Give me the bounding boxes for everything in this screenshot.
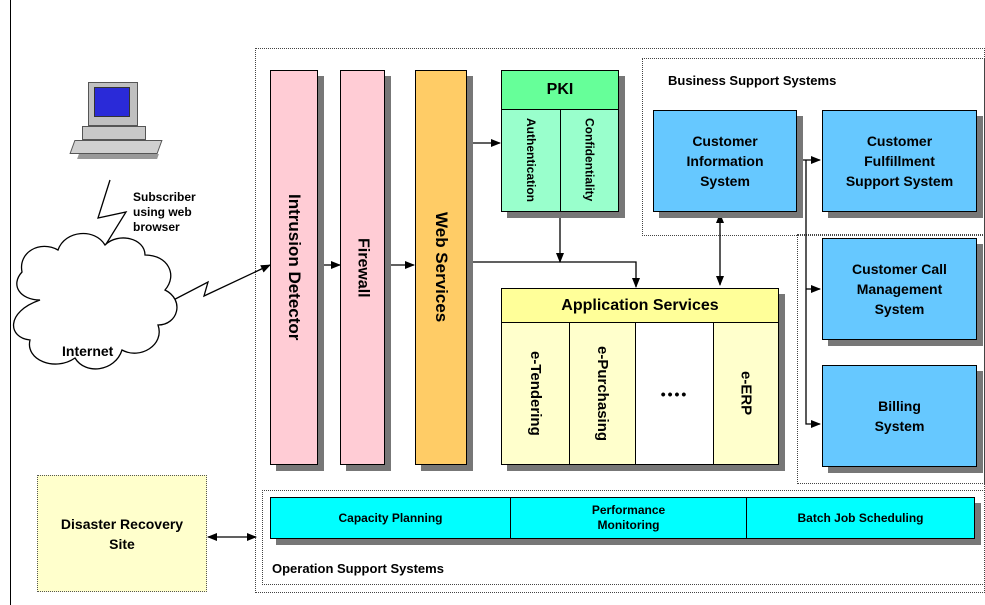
- module-e-tendering: e-Tendering: [527, 351, 544, 436]
- pki-authentication: Authentication: [524, 118, 538, 202]
- cis-label: Customer Information System: [686, 133, 764, 189]
- firewall-label: Firewall: [354, 237, 372, 298]
- op-performance-monitoring: Performance Monitoring: [511, 498, 747, 538]
- module-e-erp: e-ERP: [737, 371, 755, 416]
- intrusion-detector-label: Intrusion Detector: [285, 194, 304, 341]
- internet-label: Internet: [62, 343, 114, 359]
- application-services-box: Application Services e-Tendering e-Purch…: [501, 288, 779, 465]
- cfss-label: Customer Fulfillment Support System: [845, 133, 954, 189]
- customer-fulfillment-box: Customer Fulfillment Support System: [822, 110, 977, 212]
- application-services-title: Application Services: [561, 296, 719, 314]
- computer-icon: [69, 82, 165, 174]
- operation-support-title: Operation Support Systems: [272, 561, 444, 576]
- disaster-recovery-label: Disaster Recovery Site: [60, 515, 184, 552]
- application-services-header: Application Services: [502, 289, 778, 323]
- billing-system-box: Billing System: [822, 365, 977, 467]
- business-support-title: Business Support Systems: [668, 73, 837, 88]
- op-batch-job-scheduling: Batch Job Scheduling: [797, 511, 924, 525]
- left-divider: [10, 0, 11, 605]
- customer-information-system-box: Customer Information System: [653, 110, 797, 212]
- op-capacity-planning: Capacity Planning: [271, 498, 511, 538]
- module-e-purchasing: e-Purchasing: [594, 345, 611, 442]
- web-services-label: Web Services: [432, 212, 451, 323]
- billing-label: Billing System: [874, 398, 925, 434]
- ccms-label: Customer Call Management System: [852, 261, 947, 317]
- web-services-box: Web Services: [415, 70, 467, 465]
- operation-support-bar: Capacity Planning Performance Monitoring…: [270, 497, 975, 539]
- firewall-box: Firewall: [340, 70, 385, 465]
- customer-call-management-box: Customer Call Management System: [822, 238, 977, 340]
- pki-header: PKI: [502, 71, 618, 110]
- module-ellipsis: ••••: [660, 385, 689, 402]
- pki-title: PKI: [546, 81, 574, 98]
- disaster-recovery-box: Disaster Recovery Site: [37, 475, 207, 592]
- pki-confidentiality: Confidentiality: [582, 118, 597, 202]
- subscriber-label: Subscriber using web browser: [133, 190, 196, 234]
- intrusion-detector-box: Intrusion Detector: [270, 70, 318, 465]
- pki-box: PKI Authentication Confidentiality: [501, 70, 619, 212]
